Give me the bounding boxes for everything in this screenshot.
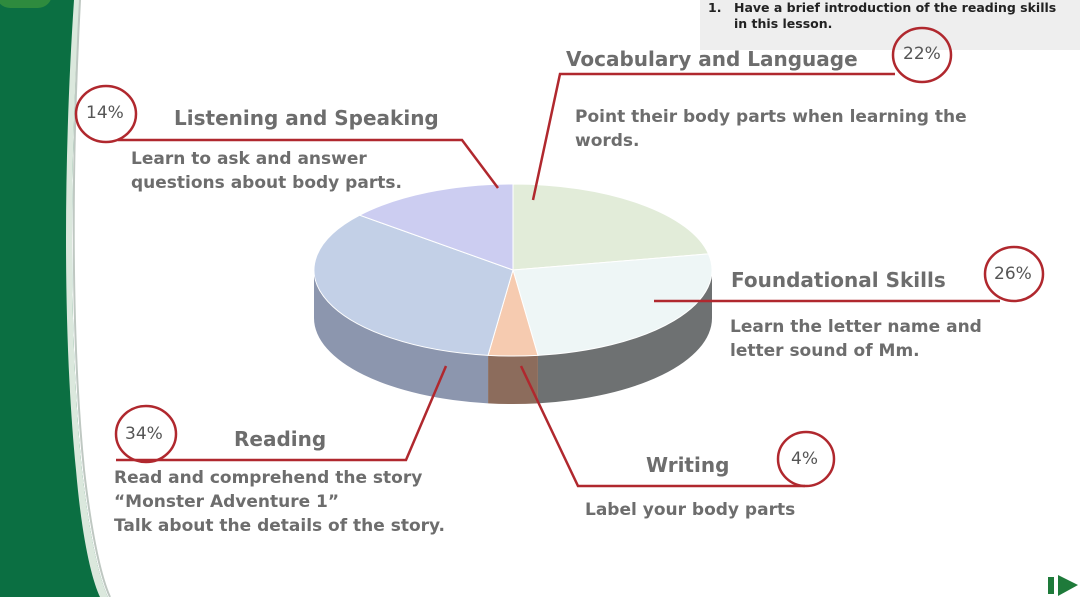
desc-vocab-line-1: Point their body parts when learning the xyxy=(575,107,967,127)
pie-side-foundational-skills xyxy=(537,270,712,404)
pie-top-faces xyxy=(313,183,713,357)
pie-slice-foundational-skills xyxy=(512,253,713,356)
pct-label-found: 26% xyxy=(994,264,1032,284)
desc-listen: Learn to ask and answer questions about … xyxy=(131,147,402,195)
next-slide-icon[interactable] xyxy=(1046,572,1080,597)
desc-listen-line-2: questions about body parts. xyxy=(131,173,402,193)
desc-reading-line-2: “Monster Adventure 1” xyxy=(114,492,340,512)
pct-label-listen: 14% xyxy=(86,103,124,123)
task-text: Have a brief introduction of the reading… xyxy=(734,0,1057,31)
green-sidebar xyxy=(0,0,108,597)
callout-line-vocab xyxy=(531,72,895,201)
pct-circle-writing xyxy=(776,430,836,488)
pct-circle-found xyxy=(983,245,1045,303)
pct-circle-reading xyxy=(114,404,178,464)
logo-badge xyxy=(0,0,52,8)
pct-circle-vocab xyxy=(891,26,953,84)
sidebar-light-stripe xyxy=(66,0,108,597)
heading-writing: Writing xyxy=(646,453,730,477)
task-instruction-box: 1. Have a brief introduction of the read… xyxy=(700,0,1080,50)
callout-lines xyxy=(116,72,1000,488)
pie-slice-vocabulary-and-language xyxy=(512,183,710,271)
desc-writing: Label your body parts xyxy=(585,498,795,522)
desc-reading-line-3: Talk about the details of the story. xyxy=(114,516,446,536)
pct-label-writing: 4% xyxy=(791,449,818,469)
desc-vocab: Point their body parts when learning the… xyxy=(575,105,967,153)
heading-reading: Reading xyxy=(234,427,327,451)
callout-line-writing xyxy=(519,365,805,488)
pct-label-reading: 34% xyxy=(125,424,163,444)
desc-listen-line-1: Learn to ask and answer xyxy=(131,149,367,169)
pie-slice-listening-and-speaking xyxy=(358,183,514,271)
callout-line-reading xyxy=(116,365,448,462)
desc-writing-line-1: Label your body parts xyxy=(585,500,796,520)
desc-found-line-2: letter sound of Mm. xyxy=(730,341,920,361)
callout-line-listen xyxy=(118,138,499,189)
heading-found: Foundational Skills xyxy=(731,268,946,292)
pct-label-vocab: 22% xyxy=(903,44,941,64)
heading-vocab: Vocabulary and Language xyxy=(566,47,858,71)
pie-side-writing xyxy=(488,355,538,404)
pct-circle-listen xyxy=(74,84,138,144)
task-number: 1. xyxy=(708,0,722,15)
percent-circles xyxy=(74,26,1045,488)
desc-reading-line-1: Read and comprehend the story xyxy=(114,468,423,488)
desc-found: Learn the letter name and letter sound o… xyxy=(730,315,982,363)
pie-slice-reading xyxy=(313,214,514,356)
desc-vocab-line-2: words. xyxy=(575,131,640,151)
heading-listen: Listening and Speaking xyxy=(174,106,439,130)
desc-found-line-1: Learn the letter name and xyxy=(730,317,982,337)
desc-reading: Read and comprehend the story “Monster A… xyxy=(114,466,445,538)
